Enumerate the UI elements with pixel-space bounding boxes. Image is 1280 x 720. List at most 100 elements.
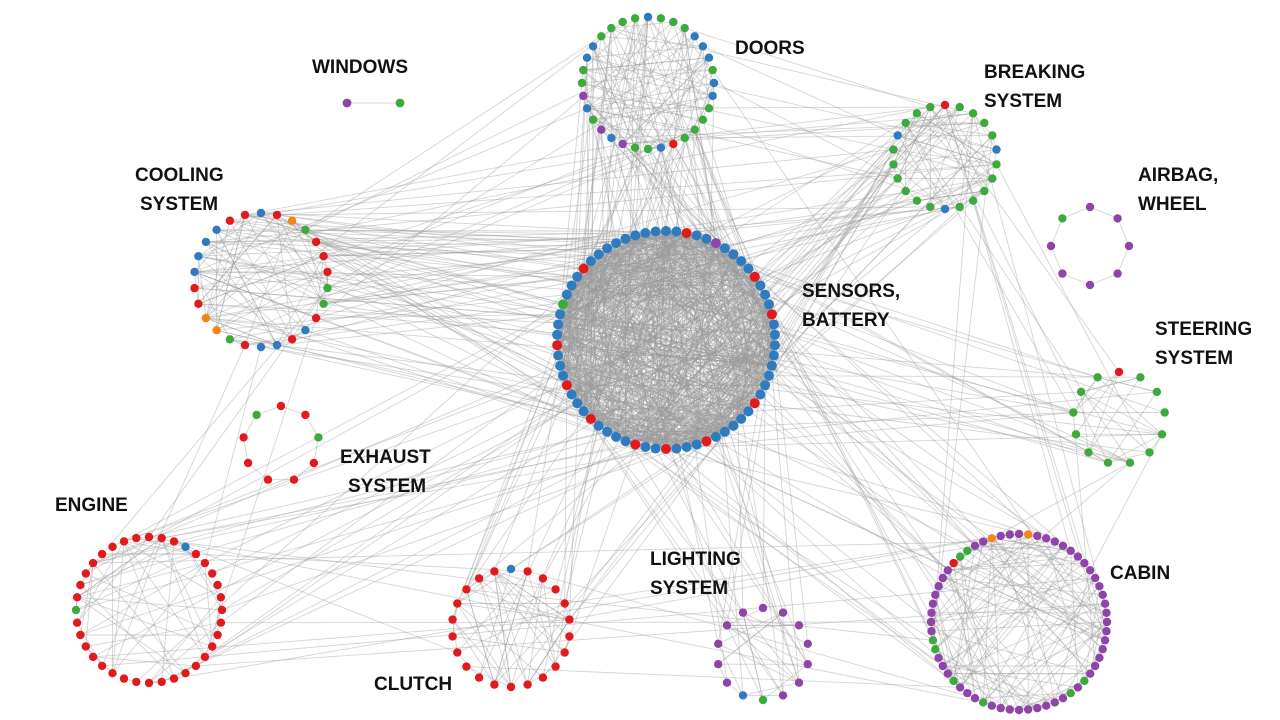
edge (123, 541, 222, 598)
edge (557, 324, 578, 404)
edge (557, 16, 649, 356)
edge (556, 334, 734, 427)
edge (1009, 621, 1108, 710)
edge (684, 27, 931, 108)
cabin-node (1005, 530, 1014, 539)
edge (185, 646, 213, 674)
doors-node (630, 14, 640, 23)
edge (571, 394, 707, 442)
edge (748, 268, 1165, 413)
edge (991, 612, 1107, 707)
cabin-node (1042, 701, 1051, 710)
cabin-node (1102, 617, 1112, 627)
edge (313, 437, 319, 464)
edge (562, 355, 774, 377)
edge (718, 612, 784, 645)
cooling-system-node (201, 313, 211, 323)
edge (625, 95, 714, 240)
edge (556, 260, 742, 336)
edge (205, 317, 772, 367)
edge (665, 230, 688, 448)
edge (557, 355, 667, 450)
edge (205, 214, 246, 319)
edge (665, 231, 677, 450)
edge (634, 16, 649, 148)
edge (1097, 376, 1163, 435)
edge (457, 571, 495, 604)
edge (161, 537, 213, 647)
edge (974, 545, 1071, 552)
edge (590, 261, 626, 442)
cluster-label-engine: ENGINE (55, 495, 128, 516)
edge (1097, 376, 1158, 393)
engine-node (72, 618, 82, 627)
edge (216, 214, 246, 331)
edge (1072, 377, 1098, 413)
edge (260, 212, 324, 305)
edge (557, 355, 687, 448)
edge (576, 260, 742, 404)
edge (576, 402, 646, 448)
breaking-system-node (912, 196, 922, 205)
edge (712, 69, 1106, 641)
edge (607, 431, 697, 446)
edge (315, 256, 325, 319)
edge (136, 537, 186, 548)
edge (665, 384, 766, 450)
edge (732, 254, 742, 419)
edge (212, 303, 770, 574)
edge (676, 231, 766, 386)
edge (556, 344, 707, 442)
edge (323, 137, 685, 257)
edge (194, 271, 328, 289)
doors-node (588, 42, 598, 51)
edge (1009, 534, 1100, 587)
edge (644, 232, 688, 448)
edge (748, 268, 766, 295)
edge (715, 242, 775, 325)
edge (276, 214, 761, 286)
edge (590, 260, 749, 412)
edge (194, 287, 775, 336)
edge (93, 619, 570, 658)
edge (615, 230, 667, 438)
edge (768, 375, 1056, 542)
edge (706, 355, 775, 442)
edge (493, 571, 512, 688)
edge (566, 294, 636, 445)
edge (655, 254, 734, 449)
edge (559, 365, 749, 412)
edge (566, 384, 1038, 537)
edge (559, 365, 749, 412)
edge (566, 57, 588, 386)
edge (557, 344, 772, 367)
engine-node (97, 549, 107, 559)
edge (676, 448, 809, 665)
edge (942, 665, 1078, 688)
edge (764, 164, 894, 386)
edge (494, 402, 756, 685)
edge (706, 304, 770, 442)
cluster-label-exhaust-system: EXHAUST (340, 447, 431, 468)
sensors-battery-node (728, 420, 739, 431)
edge (571, 285, 775, 356)
edge (726, 607, 764, 626)
edge (774, 344, 976, 547)
edge (558, 324, 772, 367)
edge (577, 276, 761, 286)
edge (80, 562, 206, 636)
edge (660, 147, 726, 432)
edge (598, 402, 755, 427)
edge (696, 235, 761, 395)
cabin-node (1098, 645, 1107, 654)
edge (715, 242, 1038, 709)
airbag-wheel-node (1113, 269, 1122, 278)
sensors-battery-node (755, 280, 766, 291)
edge (931, 462, 1131, 632)
edge (916, 113, 985, 192)
edge (583, 190, 985, 412)
edge (204, 346, 262, 564)
edge (732, 254, 756, 404)
edge (686, 294, 766, 448)
edge (194, 271, 591, 420)
